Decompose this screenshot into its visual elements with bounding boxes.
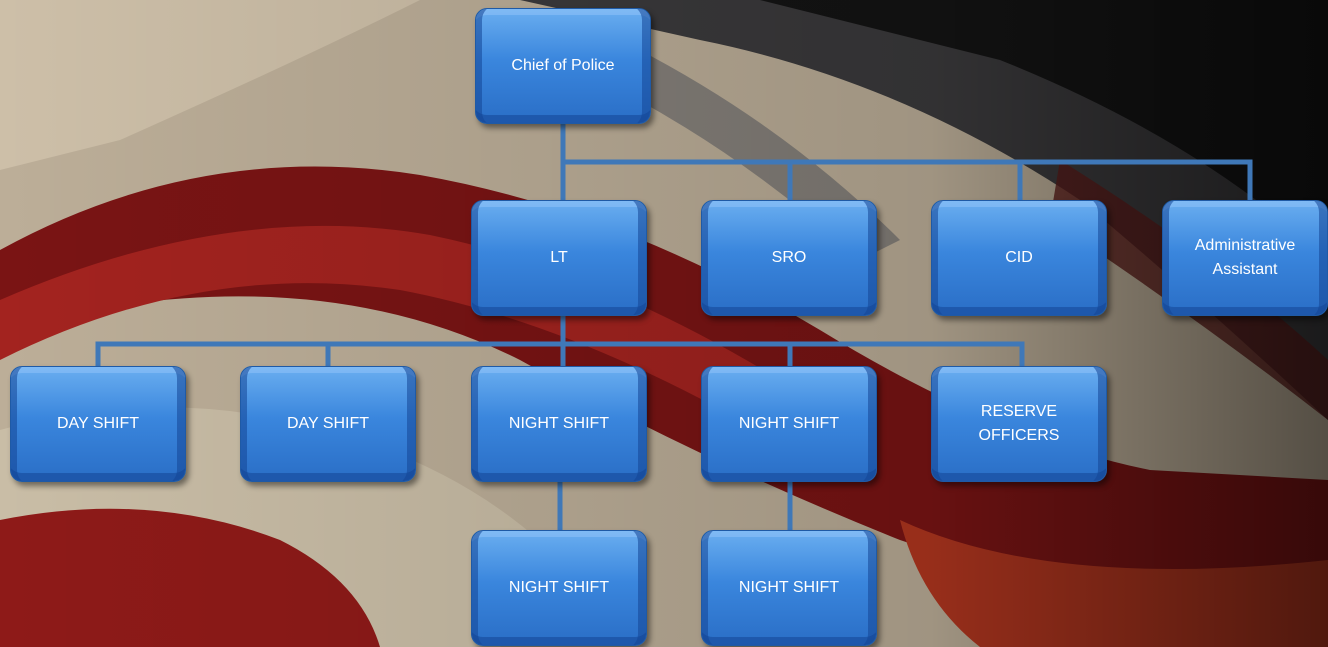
node-reserve-officers: RESERVE OFFICERS [931, 366, 1107, 482]
node-night-shift-3: NIGHT SHIFT [471, 530, 647, 646]
node-day-shift-2: DAY SHIFT [240, 366, 416, 482]
node-chief-of-police: Chief of Police [475, 8, 651, 124]
node-label: DAY SHIFT [287, 412, 369, 436]
node-lt: LT [471, 200, 647, 316]
node-label: NIGHT SHIFT [509, 412, 609, 436]
node-label: NIGHT SHIFT [509, 576, 609, 600]
node-sro: SRO [701, 200, 877, 316]
node-label: NIGHT SHIFT [739, 412, 839, 436]
node-label: RESERVE OFFICERS [964, 400, 1074, 448]
node-night-shift-2: NIGHT SHIFT [701, 366, 877, 482]
node-label: LT [550, 246, 567, 270]
node-night-shift-1: NIGHT SHIFT [471, 366, 647, 482]
node-label: NIGHT SHIFT [739, 576, 839, 600]
node-label: SRO [772, 246, 807, 270]
node-administrative-assistant: Administrative Assistant [1162, 200, 1328, 316]
node-label: DAY SHIFT [57, 412, 139, 436]
node-label: Chief of Police [511, 54, 614, 78]
node-label: CID [1005, 246, 1033, 270]
node-day-shift-1: DAY SHIFT [10, 366, 186, 482]
node-label: Administrative Assistant [1171, 234, 1319, 282]
node-cid: CID [931, 200, 1107, 316]
node-night-shift-4: NIGHT SHIFT [701, 530, 877, 646]
